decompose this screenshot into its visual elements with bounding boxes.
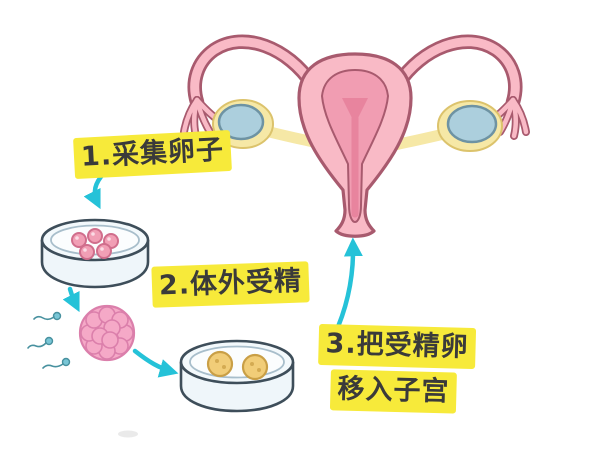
uterus-illustration bbox=[180, 34, 530, 238]
step-3-text-line1: 3.把受精卵 bbox=[318, 323, 477, 370]
step-3-label: 3.把受精卵 移入子宫 bbox=[317, 323, 477, 414]
dish-2-inner bbox=[189, 345, 285, 379]
arrow-transfer-to-uterus bbox=[331, 237, 363, 339]
ovary-right bbox=[437, 100, 503, 152]
fallopian-tube-right bbox=[390, 34, 523, 110]
step-1-label: 1.采集卵子 bbox=[73, 129, 233, 180]
sperm-icon bbox=[27, 336, 54, 349]
paper-smudge bbox=[118, 430, 138, 438]
step-2-text: 2.体外受精 bbox=[151, 261, 310, 308]
collected-eggs bbox=[71, 228, 119, 260]
fallopian-tube-left bbox=[187, 34, 320, 110]
sperm-icon bbox=[42, 357, 71, 369]
petri-dish-fertilized bbox=[179, 339, 295, 413]
step-1-text: 1.采集卵子 bbox=[73, 129, 233, 180]
arrow-dish-to-embryo bbox=[62, 286, 80, 313]
fertilized-eggs bbox=[206, 350, 269, 381]
petri-dish-eggs bbox=[40, 218, 150, 289]
ovary-left bbox=[212, 99, 274, 149]
arrow-embryo-to-dish2 bbox=[132, 348, 179, 378]
sperm-cells bbox=[27, 311, 71, 369]
step-3-text-line2: 移入子宫 bbox=[329, 369, 457, 414]
fertilized-egg-cluster bbox=[78, 304, 136, 362]
uterus-canal-triangle bbox=[342, 98, 368, 124]
step-2-label: 2.体外受精 bbox=[151, 261, 310, 308]
sperm-icon bbox=[33, 311, 62, 321]
